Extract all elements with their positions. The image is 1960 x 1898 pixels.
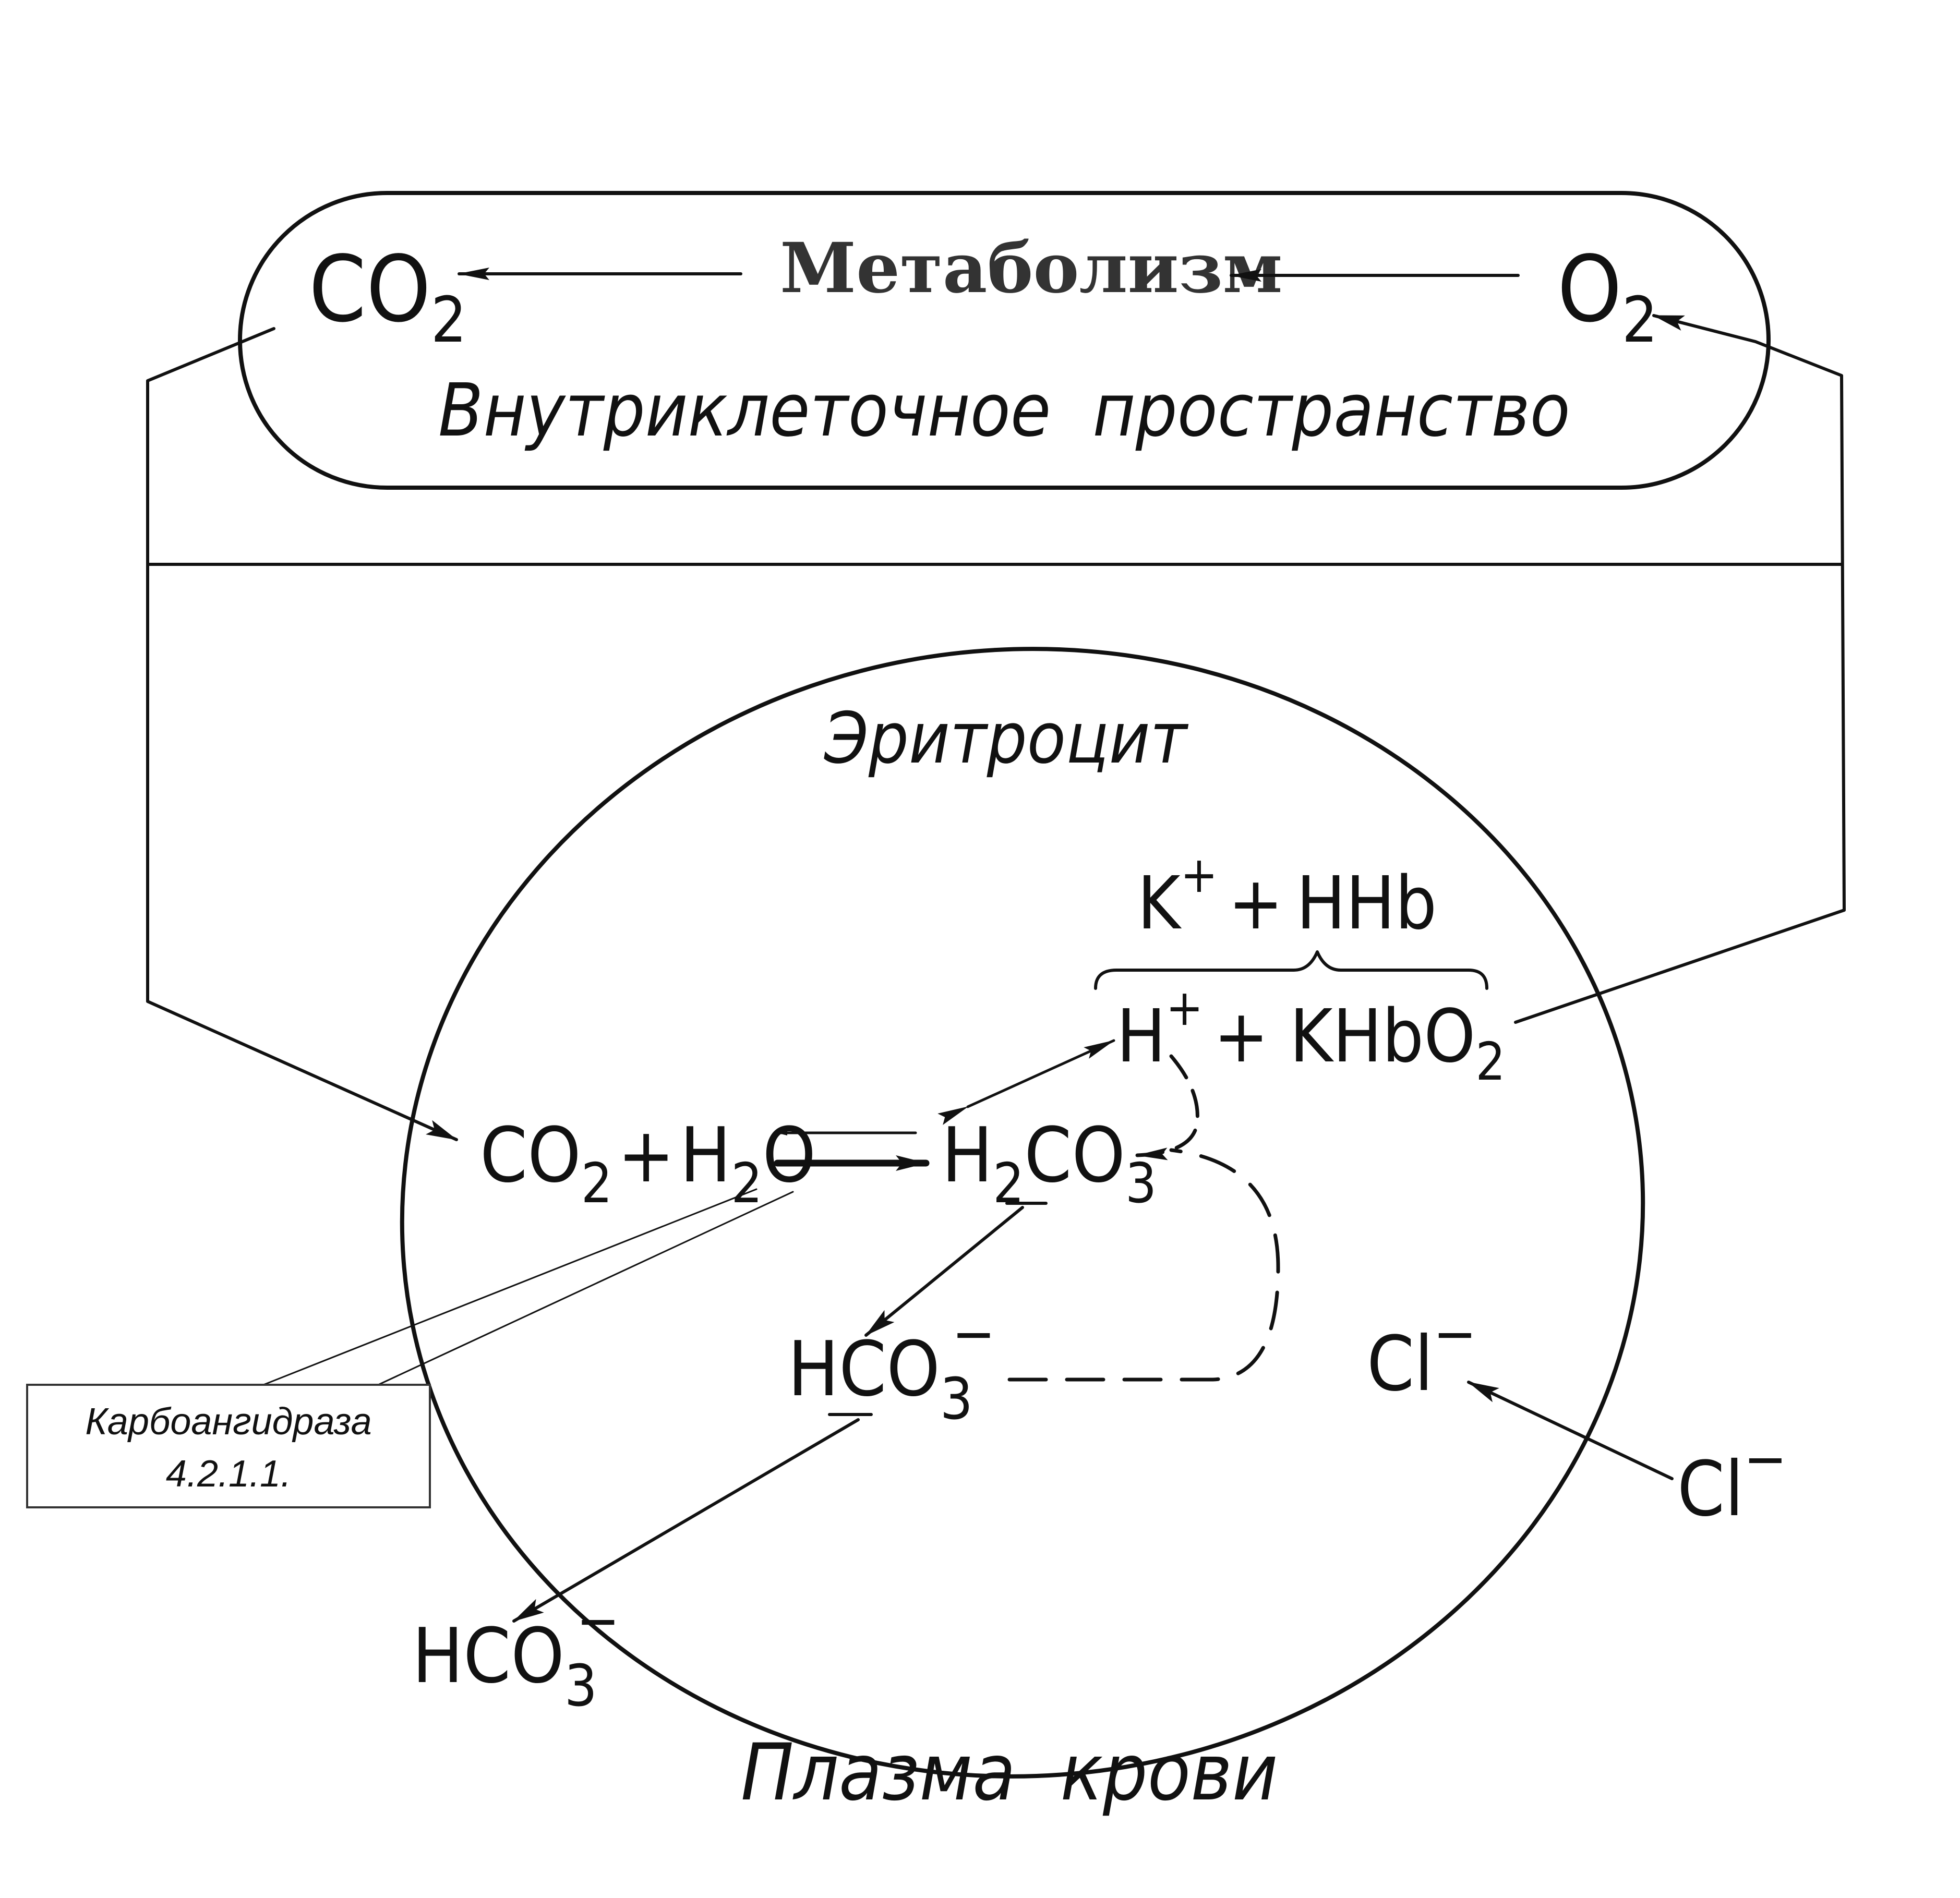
- o2-intracellular: O2: [1557, 237, 1658, 357]
- hco3-export-arrow: [512, 1418, 860, 1623]
- enzyme-box: [26, 1384, 431, 1508]
- metabolism-title: Метаболизм: [780, 228, 1282, 309]
- intracellular-space-capsule: [238, 191, 1771, 490]
- intracellular-space-label: Внутриклеточное пространство: [438, 368, 1570, 453]
- co2-transport-line: [146, 327, 458, 1141]
- enzyme-callout-line-2: [377, 1191, 794, 1386]
- h-plus-dashed-path: [1135, 1054, 1199, 1160]
- brace: [1094, 950, 1488, 990]
- enzyme-name: Карбоангидраза: [85, 1401, 371, 1443]
- hco3-dashed-path: [1007, 1148, 1280, 1382]
- co2-intracellular: CO2: [309, 237, 467, 357]
- cl-inner: Cl−: [1367, 1300, 1476, 1408]
- enzyme-callout-line-1: [262, 1188, 757, 1386]
- erythrocyte-label: Эритроцит: [824, 697, 1189, 779]
- h2co3-to-hco3-arrow: [864, 1206, 1024, 1337]
- enzyme-code: 4.2.1.1.: [166, 1453, 291, 1495]
- k-plus-hhb: K++HHb: [1137, 847, 1437, 946]
- hco3-inner: HCO3−: [788, 1300, 995, 1432]
- h-plus-khbo2: H++KHbO2: [1116, 980, 1506, 1092]
- hco3-plasma: HCO3−: [412, 1587, 620, 1719]
- h-plus-h2co3-arrow: [937, 1039, 1115, 1125]
- blood-plasma-label: Плазма крови: [741, 1727, 1278, 1818]
- cl-plasma: Cl−: [1677, 1425, 1787, 1533]
- cl-import-arrow: [1467, 1381, 1674, 1480]
- co2-plus-h2o: CO2+H2O: [480, 1111, 816, 1215]
- o2-transport-line: [1514, 314, 1846, 1024]
- h2co3: H2CO3: [942, 1111, 1157, 1215]
- erythrocyte-outline: [400, 647, 1645, 1779]
